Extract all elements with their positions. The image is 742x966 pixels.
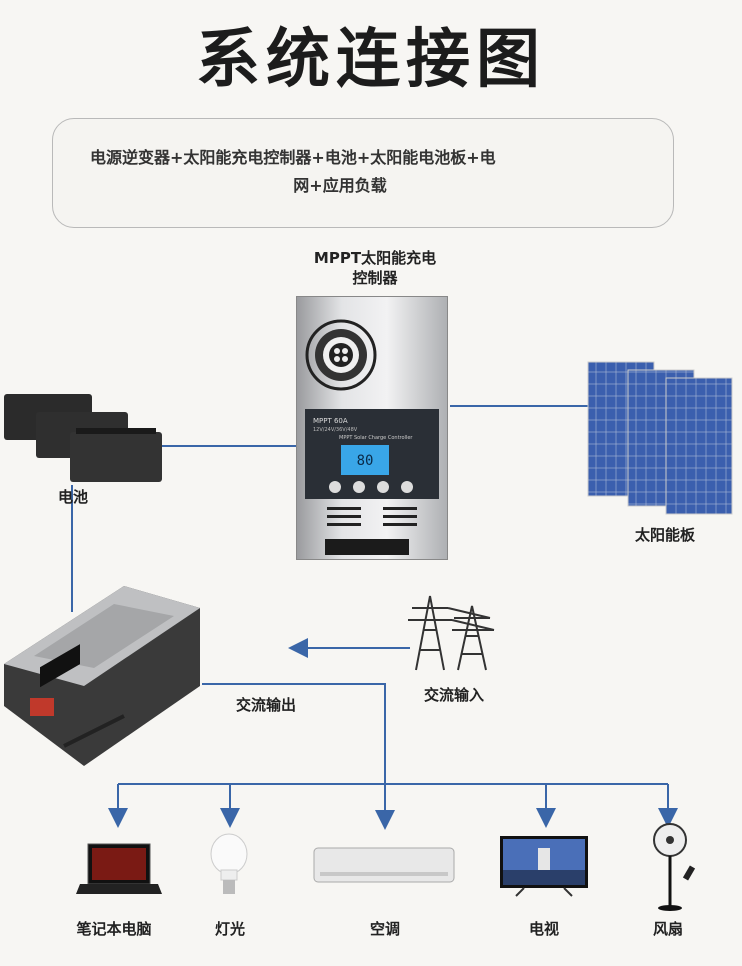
ac-input-label: 交流输入 [423,686,484,704]
fan-icon [653,823,696,911]
load-label-tv: 电视 [528,920,559,938]
load-label-aircon: 空调 [369,920,400,938]
solar-panel-icon [587,361,733,515]
controller-label: MPPT太阳能充电 控制器 [313,249,437,287]
description-line-1: 电源逆变器+太阳能充电控制器+电池+太阳能电池板+电 [90,148,496,167]
power-pylon-icon [408,595,495,671]
load-label-fan: 风扇 [652,920,683,938]
load-label-laptop: 笔记本电脑 [76,920,152,938]
panel-title: MPPT Solar Charge Controller [339,435,413,441]
ac-output-label: 交流输出 [235,696,296,714]
bulb-icon [210,833,248,894]
panel-brand: MPPT 60A [313,417,348,425]
description-box [52,118,674,228]
laptop-icon [76,843,162,894]
controller-graphics: 80 [305,319,439,555]
solar-label: 太阳能板 [634,526,695,544]
load-label-light: 灯光 [214,920,245,938]
inverter-icon [4,586,200,766]
battery-icon [4,394,162,482]
ac-output-wire [202,683,395,830]
mppt-controller: 80 MPPT 60A 12V/24V/36V/48V MPPT Solar C… [296,296,448,560]
diagram-title: 系统连接图 [196,23,546,97]
lcd-readout: 80 [357,453,374,469]
description-line-2: 网+应用负载 [293,176,387,195]
aircon-icon [313,847,455,883]
description-text: 电源逆变器+太阳能充电控制器+电池+太阳能电池板+电 网+应用负载 [90,144,650,200]
lcd-screen [341,445,389,475]
panel-subtitle: 12V/24V/36V/48V [313,427,358,433]
battery-label: 电池 [57,488,88,506]
tv-icon [500,836,588,897]
